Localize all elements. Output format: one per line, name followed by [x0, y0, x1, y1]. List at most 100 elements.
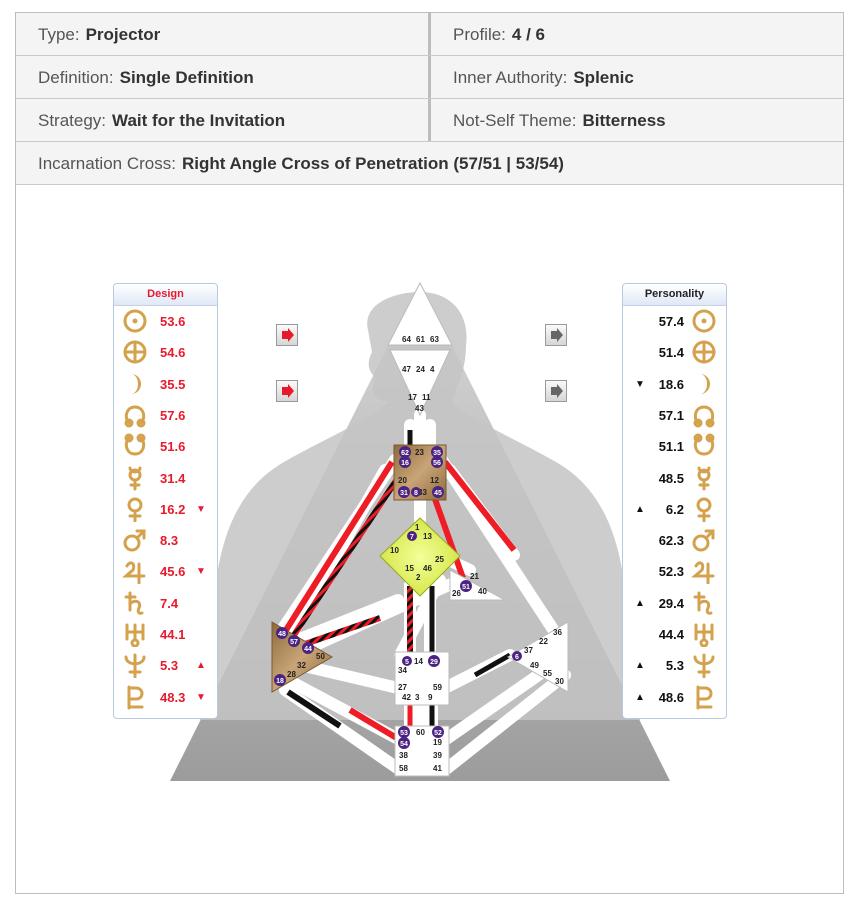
gate-label: 55: [543, 669, 552, 678]
authority-field: Inner Authority:Splenic: [453, 56, 634, 98]
personality-row: 29.4▲: [623, 589, 726, 619]
gate-label: 12: [430, 476, 439, 485]
design-arrow: ▼: [196, 503, 206, 515]
design-value: 35.5: [160, 376, 186, 392]
saturn-icon: [691, 590, 717, 616]
personality-arrow: ▼: [635, 378, 645, 390]
cross-field: Incarnation Cross: Right Angle Cross of P…: [38, 142, 564, 184]
gate-label: 36: [553, 628, 562, 637]
personality-row: 51.4: [623, 338, 726, 368]
active-gate: 53: [398, 726, 410, 738]
personality-bottom-arrow-button[interactable]: [545, 380, 567, 402]
svg-text:45: 45: [434, 490, 442, 497]
spleen-center: [271, 621, 333, 693]
neptune-icon: [691, 652, 717, 679]
design-value: 51.6: [160, 439, 186, 455]
venus-icon: [122, 496, 148, 523]
gate-label: 15: [405, 564, 414, 573]
design-top-arrow-button[interactable]: [276, 324, 298, 346]
design-value: 5.3: [160, 658, 179, 674]
svg-text:44: 44: [304, 646, 312, 653]
design-row: 57.6: [114, 401, 217, 431]
not-self-field: Not-Self Theme:Bitterness: [453, 99, 666, 141]
personality-value: 48.5: [658, 470, 684, 486]
design-value: 8.3: [160, 533, 179, 549]
personality-value: 48.6: [658, 689, 684, 705]
arrow-right-icon: [551, 328, 563, 342]
info-row-1: Type:Projector Profile:4 / 6: [16, 13, 843, 56]
info-row-4: Incarnation Cross: Right Angle Cross of P…: [16, 142, 843, 185]
head-center: [387, 281, 453, 346]
gate-label: 2: [416, 573, 421, 582]
neptune-icon: [122, 652, 148, 679]
gate-label: 50: [316, 652, 325, 661]
design-row: 7.4: [114, 589, 217, 619]
definition-field: Definition:Single Definition: [38, 56, 254, 98]
uranus-icon: [691, 621, 717, 648]
active-gate: 35: [431, 446, 443, 458]
personality-top-arrow-button[interactable]: [545, 324, 567, 346]
gate-label: 22: [539, 637, 548, 646]
active-gate: 45: [432, 486, 444, 498]
gate-label: 63: [430, 335, 439, 344]
sun-icon: [122, 308, 148, 334]
design-row: 54.6: [114, 338, 217, 368]
jupiter-icon: [121, 558, 148, 585]
svg-text:62: 62: [401, 450, 409, 457]
design-row: 8.3: [114, 526, 217, 556]
column-divider: [428, 56, 431, 98]
gate-label: 47: [402, 365, 411, 374]
design-value: 53.6: [160, 314, 186, 329]
earth-icon: [122, 339, 148, 365]
gate-label: 1: [415, 523, 420, 532]
personality-row: 5.3▲: [623, 651, 726, 681]
defined-channels: [283, 430, 517, 743]
gate-label: 23: [415, 448, 424, 457]
design-value: 57.6: [160, 407, 186, 423]
active-gate: 51: [460, 580, 472, 592]
strategy-label: Strategy:: [38, 111, 107, 130]
design-arrow: ▼: [196, 566, 206, 578]
type-field: Type: Projector: [38, 13, 160, 55]
design-arrow: ▲: [196, 660, 206, 672]
personality-row: 6.2▲: [623, 495, 726, 525]
solar-plexus-center: [507, 621, 569, 693]
personality-value: 51.4: [658, 345, 684, 361]
gate-label: 30: [555, 677, 564, 686]
gate-label: 3: [415, 693, 420, 702]
gate-label: 42: [402, 693, 411, 702]
active-gate: 29: [428, 655, 440, 667]
svg-text:35: 35: [433, 450, 441, 457]
gate-label: 41: [433, 764, 442, 773]
active-gate: 8: [411, 487, 421, 497]
design-value: 31.4: [160, 470, 186, 486]
gate-label: 13: [423, 532, 432, 541]
authority-value: Splenic: [573, 68, 634, 87]
type-label: Type:: [38, 25, 80, 44]
gate-label: 34: [398, 666, 407, 675]
earth-icon: [691, 339, 717, 365]
gate-label: 61: [416, 335, 425, 344]
design-row: 35.5: [114, 370, 217, 400]
south-node-icon: [122, 433, 148, 459]
pluto-icon: [691, 684, 717, 710]
design-arrow: ▼: [196, 691, 206, 703]
personality-value: 62.3: [658, 533, 684, 549]
arrow-right-icon: [551, 384, 563, 398]
personality-row: 57.1: [623, 401, 726, 431]
active-gate: 16: [399, 456, 411, 468]
cross-label: Incarnation Cross:: [38, 154, 176, 173]
moon-icon: [122, 371, 148, 397]
personality-row: 51.1: [623, 432, 726, 462]
gate-label: 58: [399, 764, 408, 773]
cross-value: Right Angle Cross of Penetration (57/51 …: [181, 154, 564, 173]
svg-text:53: 53: [400, 730, 408, 737]
svg-text:31: 31: [400, 490, 408, 497]
gate-label: 10: [390, 546, 399, 555]
personality-value: 51.1: [658, 439, 684, 455]
personality-value: 18.6: [658, 376, 684, 392]
gate-label: 11: [422, 393, 431, 402]
design-bottom-arrow-button[interactable]: [276, 380, 298, 402]
north-node-icon: [122, 402, 148, 428]
type-value: Projector: [85, 25, 161, 44]
